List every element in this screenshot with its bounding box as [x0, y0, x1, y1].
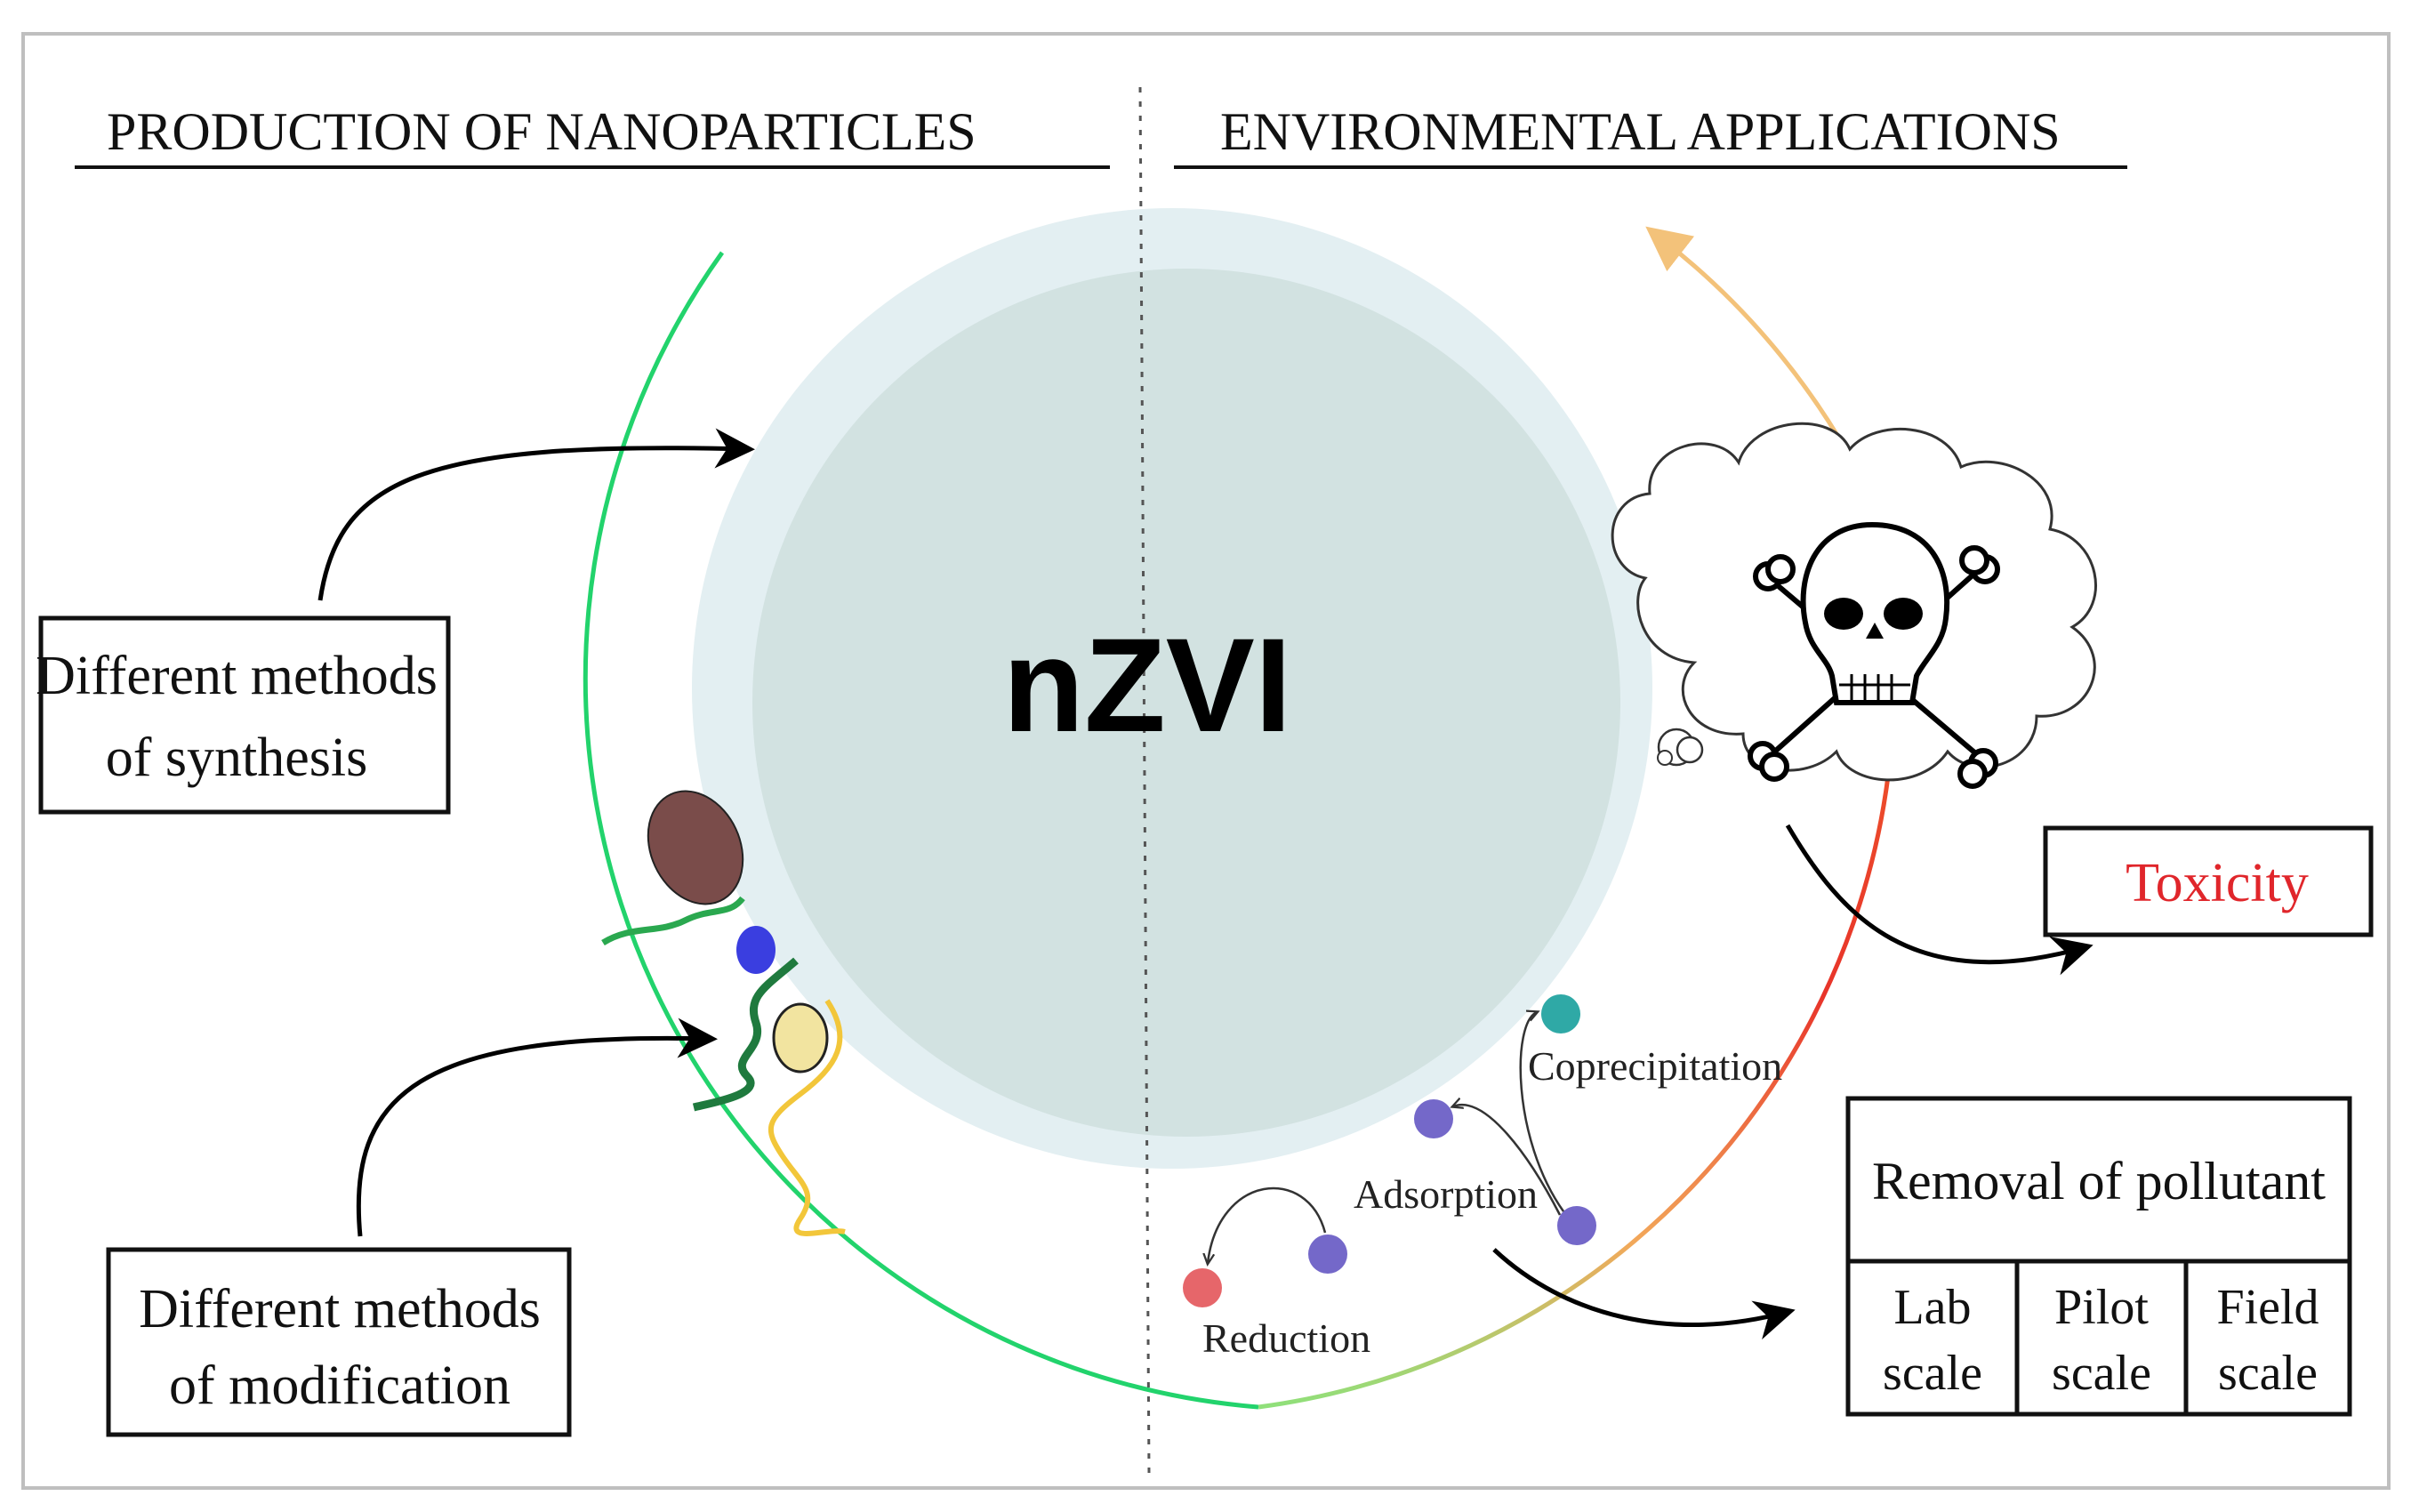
reduction-label: Reduction [1202, 1315, 1370, 1361]
removal-title: Removal of pollutant [1872, 1152, 2326, 1210]
yellow-blob [772, 1002, 829, 1074]
synthesis-line1: Different methods [36, 646, 438, 706]
reduction-arrow [1208, 1186, 1327, 1263]
removal-table: Removal of pollutant Lab scale Pilot sca… [1845, 1096, 2352, 1417]
right-header: ENVIRONMENTAL APPLICATIONS [1220, 102, 2061, 161]
field-scale-line2: scale [2218, 1346, 2318, 1401]
left-header: PRODUCTION OF NANOPARTICLES [107, 102, 976, 161]
synthesis-box: Different methods of synthesis [36, 615, 451, 815]
pilot-scale-line2: scale [2052, 1346, 2151, 1401]
adsorption-label: Adsorption [1354, 1171, 1538, 1217]
modification-arrow [356, 1017, 718, 1237]
purple-dot-adsorbed [1414, 1099, 1453, 1138]
purple-dot-reduction [1308, 1235, 1347, 1274]
modification-line1: Different methods [139, 1279, 541, 1339]
nzvi-label: nZVI [1003, 610, 1292, 760]
blue-dot [736, 926, 776, 974]
coprecipitation-arrow [1519, 1012, 1565, 1212]
modification-molecules [601, 790, 846, 1236]
removal-arrow [1492, 1248, 1796, 1340]
toxicity-label: Toxicity [2126, 853, 2309, 913]
coprecipitation-label: Coprecipitation [1528, 1043, 1782, 1089]
lab-scale-line2: scale [1883, 1346, 1982, 1401]
toxicity-arrow [1785, 824, 2094, 976]
adsorption-arrow [1453, 1105, 1562, 1216]
modification-line2: of modification [169, 1355, 510, 1416]
red-dot-reduced [1183, 1268, 1222, 1307]
pilot-scale-line1: Pilot [2054, 1280, 2149, 1335]
modification-box: Different methods of modification [106, 1247, 572, 1437]
synthesis-arrow [317, 428, 755, 601]
particle-core [752, 269, 1620, 1137]
lab-scale-line1: Lab [1893, 1280, 1971, 1335]
synthesis-line2: of synthesis [106, 728, 368, 788]
skull-crossbones-icon [1748, 521, 2000, 789]
green-chain-mid [692, 957, 799, 1112]
toxicity-box: Toxicity [2043, 825, 2374, 937]
yellow-chain [768, 999, 846, 1236]
green-chain-top [601, 896, 745, 946]
mechanisms: Coprecipitation Adsorption Reduction [1183, 994, 1782, 1361]
purple-dot-source [1557, 1206, 1596, 1245]
green-arc [583, 251, 1259, 1410]
field-scale-line1: Field [2216, 1280, 2319, 1335]
nzvi-particle [692, 208, 1652, 1169]
brown-blob [647, 790, 744, 905]
divider-line [1138, 86, 1151, 1476]
teal-dot [1541, 994, 1580, 1033]
